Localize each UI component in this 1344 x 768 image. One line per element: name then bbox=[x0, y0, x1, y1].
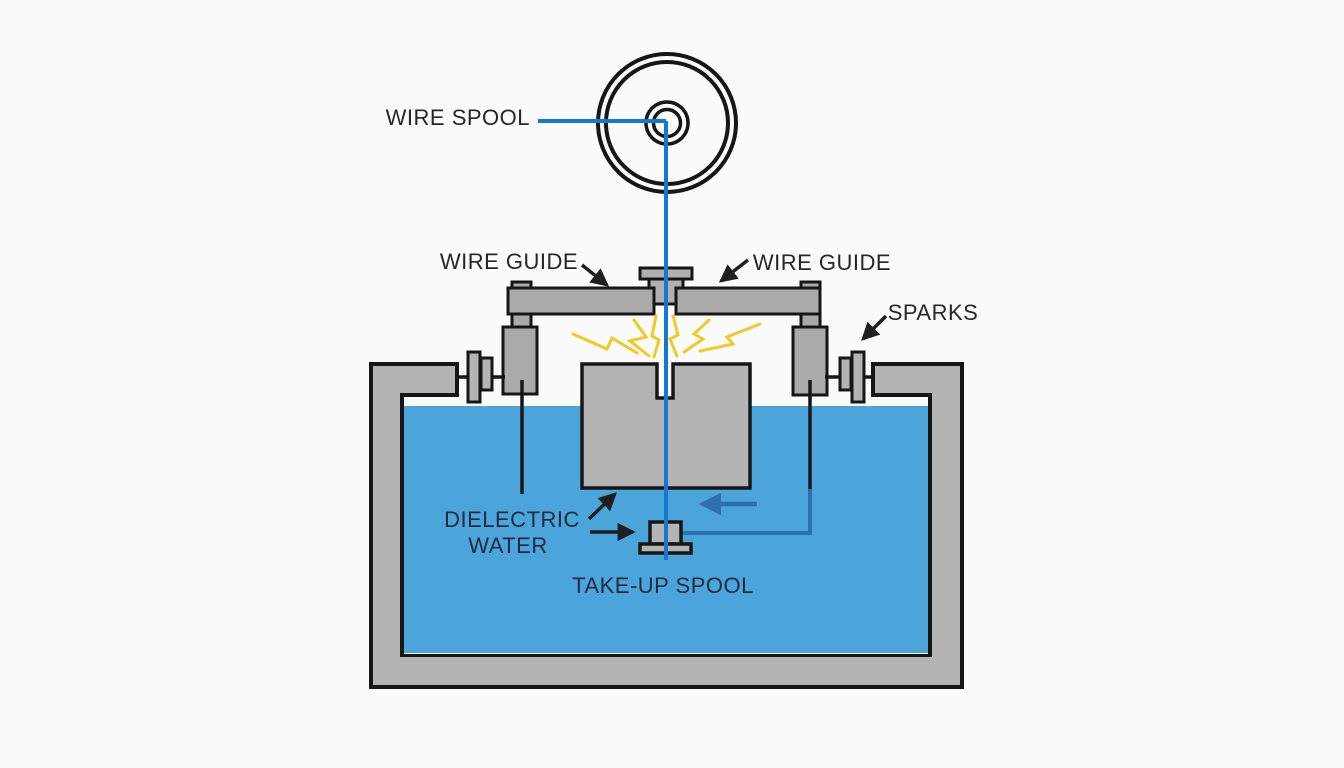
right-flange-plate-tall bbox=[850, 350, 866, 404]
spark-bolt bbox=[626, 318, 651, 358]
take-up-spool-label: TAKE-UP SPOOL bbox=[572, 573, 754, 598]
dielectric-water-label-line1: DIELECTRIC bbox=[444, 507, 580, 532]
dielectric-water-arrow-up bbox=[587, 492, 617, 521]
spark-bolts bbox=[571, 314, 762, 359]
wire-return-path bbox=[678, 489, 812, 535]
spark-bolt bbox=[571, 332, 639, 355]
wire-spool-label: WIRE SPOOL bbox=[385, 105, 530, 130]
wire-guide-post-left bbox=[501, 325, 539, 396]
left-flange-plate-short bbox=[479, 356, 494, 392]
wire-guide-right-arrow bbox=[718, 258, 750, 283]
wire-guide-left-arrow bbox=[580, 263, 610, 287]
wire-guide-arm-left bbox=[506, 286, 656, 316]
dielectric-tank-wall bbox=[369, 362, 964, 689]
right-flange-plate-short bbox=[838, 356, 853, 392]
spark-bolt bbox=[650, 314, 661, 359]
sparks-label: SPARKS bbox=[887, 300, 979, 325]
spark-bolt bbox=[668, 314, 680, 358]
spark-bolt bbox=[682, 318, 711, 354]
wire-guide-right-label: WIRE GUIDE bbox=[752, 250, 892, 275]
dielectric-water-label-line2: WATER bbox=[468, 533, 548, 558]
spark-bolt bbox=[698, 322, 762, 353]
sparks-arrow bbox=[861, 314, 888, 341]
wire-guide-arm-right bbox=[674, 286, 822, 316]
left-flange-plate-tall bbox=[466, 350, 482, 404]
wire-guide-left-label: WIRE GUIDE bbox=[439, 249, 579, 274]
